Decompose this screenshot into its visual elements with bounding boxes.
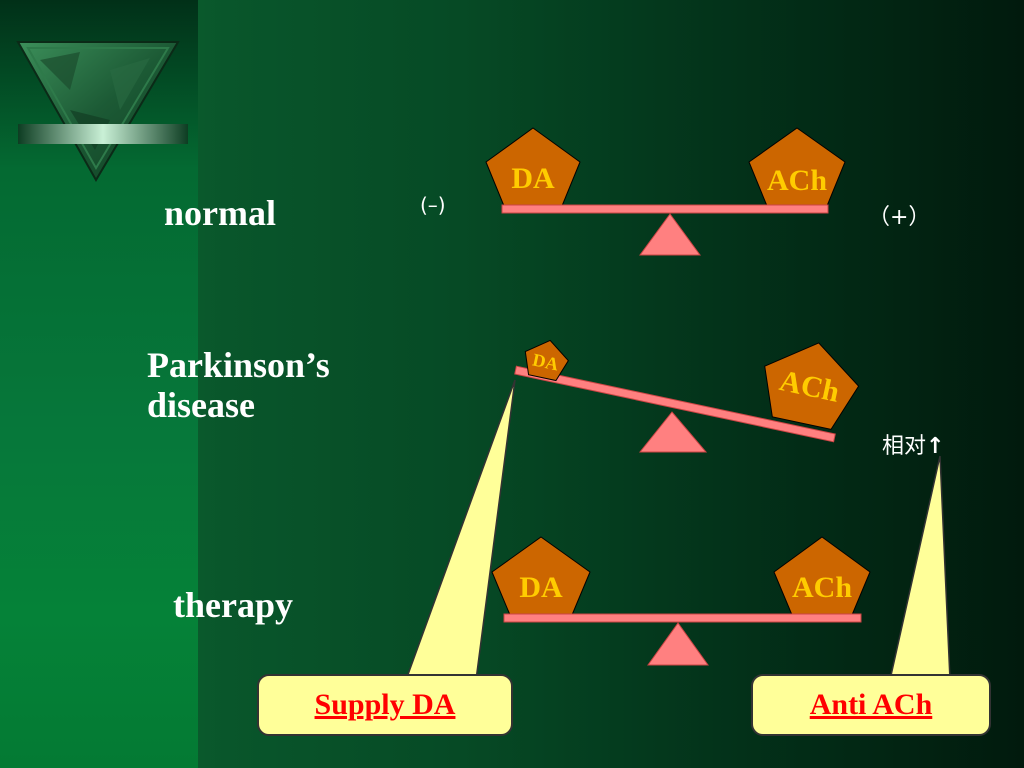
anti-ach-text: Anti ACh bbox=[809, 688, 933, 721]
supply-da-text: Supply DA bbox=[314, 688, 456, 721]
parkinsons-label-line1: Parkinson’s bbox=[147, 345, 330, 385]
parkinsons-label: Parkinson’s disease bbox=[147, 345, 330, 426]
normal-minus-sign: (–) bbox=[420, 193, 446, 217]
anti-ach-callout: Anti ACh bbox=[751, 674, 991, 736]
therapy-ach-label: ACh bbox=[792, 571, 852, 604]
supply-da-callout: Supply DA bbox=[257, 674, 513, 736]
normal-seesaw: DA ACh bbox=[485, 127, 846, 256]
normal-ach-label: ACh bbox=[767, 164, 827, 197]
triangle-logo-icon bbox=[16, 41, 188, 182]
therapy-beam bbox=[503, 613, 862, 623]
parkinsons-beam bbox=[514, 365, 836, 443]
therapy-seesaw: DA ACh bbox=[491, 536, 871, 666]
normal-fulcrum bbox=[639, 213, 701, 256]
relative-increase-note: 相对↑ bbox=[882, 428, 944, 460]
parkinsons-da-weight bbox=[524, 339, 569, 382]
up-arrow-icon: ↑ bbox=[926, 434, 945, 459]
anti-ach-pointer bbox=[889, 455, 951, 681]
parkinsons-seesaw: DA ACh bbox=[514, 339, 860, 453]
relative-note-text: 相对 bbox=[882, 434, 927, 459]
therapy-label: therapy bbox=[173, 585, 293, 625]
parkinsons-fulcrum bbox=[638, 411, 708, 453]
normal-da-label: DA bbox=[511, 162, 555, 195]
parkinsons-ach-weight bbox=[764, 342, 860, 430]
therapy-fulcrum bbox=[647, 622, 709, 666]
normal-plus-sign: （+） bbox=[868, 205, 931, 230]
normal-beam bbox=[501, 204, 829, 214]
parkinsons-label-line2: disease bbox=[147, 385, 255, 426]
supply-da-pointer bbox=[404, 379, 516, 681]
therapy-da-label: DA bbox=[519, 571, 563, 604]
normal-label: normal bbox=[164, 193, 276, 233]
